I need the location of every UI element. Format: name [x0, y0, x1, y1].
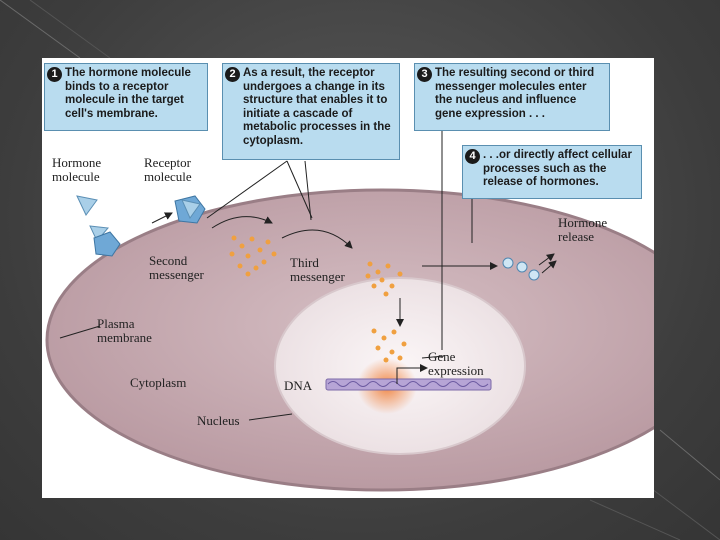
step-number-badge: 4 [465, 149, 480, 164]
step-2-callout: 2 As a result, the receptor undergoes a … [222, 63, 400, 160]
step-text: The hormone molecule binds to a receptor… [65, 67, 191, 120]
second-messenger-dots [229, 235, 277, 277]
nucleus-label: Nucleus [197, 413, 240, 428]
step-number-badge: 3 [417, 67, 432, 82]
third-messenger-dots [365, 261, 403, 297]
step-number-badge: 2 [225, 67, 240, 82]
step-number-badge: 1 [47, 67, 62, 82]
hormone-release-circles [502, 257, 540, 281]
nuclear-messenger-dots [371, 328, 407, 363]
step-text: . . .or directly affect cellular process… [483, 149, 632, 188]
step-text: As a result, the receptor undergoes a ch… [243, 67, 391, 147]
diagram-slide: 1 The hormone molecule binds to a recept… [42, 58, 654, 498]
cell-diagram [45, 130, 654, 492]
step-text: The resulting second or third messenger … [435, 67, 595, 120]
dna-label: DNA [284, 378, 313, 393]
cytoplasm-label: Cytoplasm [130, 375, 187, 390]
step-1-callout: 1 The hormone molecule binds to a recept… [44, 63, 208, 131]
step-4-callout: 4 . . .or directly affect cellular proce… [462, 145, 642, 199]
receptor-icon [93, 231, 121, 257]
hormone-molecule-icon [76, 195, 98, 216]
step-3-callout: 3 The resulting second or third messenge… [414, 63, 610, 131]
dna-strand [325, 378, 492, 391]
